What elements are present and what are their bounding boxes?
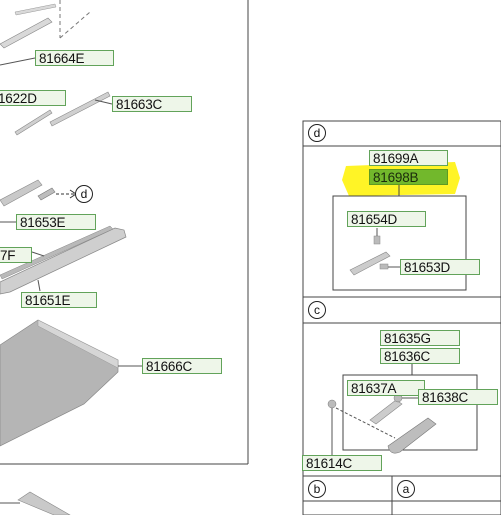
part-81654d <box>349 251 391 276</box>
part-bracket <box>387 417 437 454</box>
leader-81651e <box>37 279 41 292</box>
label-81666c: 81666C <box>142 358 222 374</box>
label-81698b-selected[interactable]: 81698B <box>369 169 448 185</box>
clip-part <box>37 187 56 201</box>
leader-81614c-dash <box>335 407 396 439</box>
rail-81651e <box>0 227 127 295</box>
label-81653e: 81653E <box>16 214 96 230</box>
leader-81663c <box>94 99 113 105</box>
rail-81651e-edge <box>0 225 114 280</box>
label-81653d: 81653D <box>400 259 480 275</box>
sunshade-81666c <box>0 319 119 447</box>
strip-top <box>0 17 53 49</box>
callout-d-panel: d <box>308 124 326 142</box>
label-81664e: 81664E <box>35 50 114 66</box>
panel-c-subbox <box>342 374 478 451</box>
label-81635g: 81635G <box>380 330 460 346</box>
leader-7f <box>31 251 45 257</box>
part-81637a <box>369 399 403 425</box>
dashed-guide-2 <box>59 11 91 39</box>
label-81637a: 81637A <box>347 380 425 396</box>
sunshade-edge <box>37 319 119 369</box>
right-panel-frame <box>302 120 501 515</box>
label-81614c: 81614C <box>302 455 382 471</box>
rail-upper <box>0 179 43 207</box>
part-81654d-clip <box>373 235 381 245</box>
part-81653d <box>379 263 389 270</box>
leader-81664e <box>0 57 36 66</box>
label-81663c: 81663C <box>112 96 192 112</box>
callout-d-main: d <box>75 185 93 203</box>
strip-bottom <box>17 491 71 515</box>
part-81614c <box>327 399 337 409</box>
strip-81622d <box>14 109 53 136</box>
callout-c-panel: c <box>308 301 326 319</box>
label-81636c: 81636C <box>380 348 460 364</box>
label-81699a: 81699A <box>369 150 448 166</box>
strip-top-2 <box>14 3 57 16</box>
callout-b-panel: b <box>308 480 326 498</box>
label-817f: 7F <box>0 247 32 263</box>
label-81622d: 1622D <box>0 90 66 106</box>
label-81654d: 81654D <box>347 211 426 227</box>
label-81651e: 81651E <box>21 292 97 308</box>
callout-a-panel: a <box>397 480 415 498</box>
label-81638c: 81638C <box>418 389 498 405</box>
